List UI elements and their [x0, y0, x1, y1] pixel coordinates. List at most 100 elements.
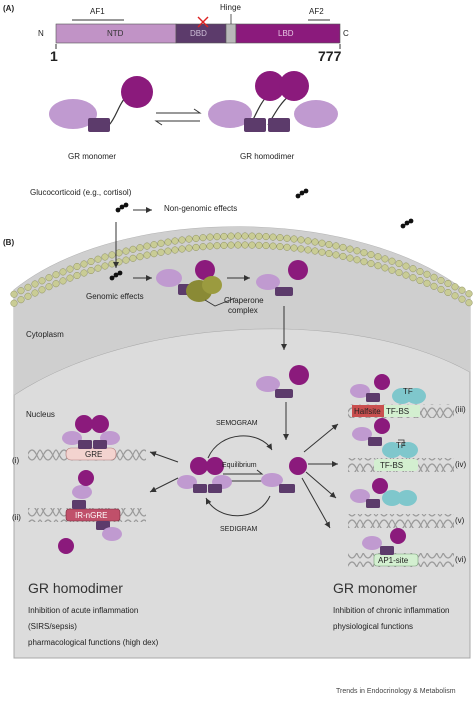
membrane-bead: [122, 247, 130, 255]
membrane-bead: [17, 296, 25, 304]
membrane-bead: [45, 283, 53, 291]
membrane-bead: [213, 233, 221, 241]
membrane-bead: [332, 242, 340, 250]
membrane-bead: [311, 247, 319, 255]
membrane-bead: [185, 235, 193, 243]
membrane-bead: [66, 265, 74, 273]
dna-gre: [28, 415, 146, 461]
residue-start-label: 1: [50, 48, 58, 64]
tf-label-iii: TF: [403, 387, 413, 396]
membrane-bead: [185, 244, 193, 252]
membrane-bead: [31, 280, 39, 288]
panel-b-label: (B): [3, 238, 15, 247]
membrane-bead: [178, 236, 186, 244]
membrane-bead: [381, 255, 389, 263]
membrane-bead: [171, 246, 179, 254]
membrane-bead: [157, 248, 165, 256]
membrane-bead: [234, 232, 242, 240]
membrane-bead: [381, 264, 389, 272]
membrane-bead: [59, 277, 67, 285]
membrane-bead: [367, 251, 375, 259]
gr-monomer-label: GR monomer: [68, 152, 117, 161]
membrane-bead: [171, 237, 179, 245]
membrane-bead: [402, 271, 410, 279]
homodimer-line-2: (SIRS/sepsis): [28, 622, 77, 631]
membrane-bead: [129, 245, 137, 253]
homodimer-line-1: Inhibition of acute inflammation: [28, 606, 139, 615]
membrane-bead: [10, 290, 18, 298]
ntd-label: NTD: [107, 29, 124, 38]
membrane-bead: [416, 276, 424, 285]
chaperone-complex: [156, 260, 236, 307]
membrane-bead: [269, 242, 277, 250]
membrane-bead: [206, 242, 214, 250]
cytoplasm-label: Cytoplasm: [26, 330, 64, 339]
membrane-bead: [339, 243, 347, 251]
membrane-bead: [374, 262, 382, 270]
membrane-bead: [150, 250, 158, 258]
membrane-bead: [164, 238, 172, 246]
membrane-bead: [24, 283, 32, 291]
membrane-bead: [143, 251, 151, 259]
membrane-bead: [409, 274, 417, 282]
membrane-bead: [234, 241, 242, 249]
genomic-label: Genomic effects: [86, 292, 144, 301]
membrane-bead: [101, 262, 109, 270]
homodimer-line-3: pharmacological functions (high dex): [28, 638, 159, 647]
membrane-bead: [248, 232, 256, 240]
membrane-bead: [206, 233, 214, 241]
monomer-title: GR monomer: [333, 580, 418, 596]
gre-label: GRE: [85, 450, 103, 459]
halfsite-label: Halfsite: [354, 407, 381, 416]
membrane-bead: [80, 260, 88, 268]
membrane-bead: [192, 243, 200, 251]
cytoplasm-band: [14, 226, 470, 395]
cell-membrane: [10, 232, 473, 307]
lbd-label: LBD: [278, 29, 294, 38]
membrane-bead: [227, 232, 235, 240]
membrane-bead: [388, 257, 396, 265]
membrane-bead: [31, 289, 39, 297]
membrane-bead: [458, 286, 466, 294]
membrane-bead: [80, 269, 88, 277]
residue-end-label: 777: [318, 48, 342, 64]
membrane-bead: [52, 280, 60, 288]
membrane-bead: [52, 271, 60, 279]
glucocorticoid-label: Glucocorticoid (e.g., cortisol): [30, 188, 132, 197]
semogram-label: SEMOGRAM: [216, 420, 258, 427]
equilibrium-monomer: [261, 457, 307, 493]
membrane-bead: [325, 240, 333, 249]
dna-halfsite: [348, 374, 454, 418]
membrane-bead: [115, 258, 123, 266]
membrane-bead: [444, 279, 452, 288]
dna-tethering: [348, 478, 454, 528]
membrane-bead: [290, 235, 298, 243]
journal-credit: Trends in Endocrinology & Metabolism: [336, 688, 456, 695]
roman-iv: (iv): [455, 460, 467, 469]
membrane-bead: [283, 243, 291, 251]
cortisol-glyph: [115, 202, 129, 213]
membrane-bead: [353, 247, 361, 255]
membrane-bead: [430, 282, 438, 290]
membrane-bead: [255, 241, 263, 249]
sedigram-label: SEDIGRAM: [220, 526, 258, 533]
ap1-label: AP1-site: [378, 556, 409, 565]
membrane-bead: [87, 257, 95, 266]
membrane-bead: [304, 246, 312, 254]
membrane-bead: [339, 252, 347, 260]
membrane-bead: [66, 274, 74, 282]
membrane-bead: [115, 249, 123, 257]
dbd-label: DBD: [190, 29, 207, 38]
membrane-bead: [59, 268, 67, 276]
membrane-bead: [143, 242, 151, 250]
membrane-bead: [10, 299, 18, 307]
membrane-bead: [409, 265, 417, 273]
membrane-bead: [122, 256, 130, 264]
af1-label: AF1: [90, 7, 105, 16]
cortisol-glyph: [400, 218, 414, 229]
dimer-mutation-cross: [197, 16, 209, 28]
membrane-bead: [304, 237, 312, 245]
dna-ap1: [348, 528, 454, 567]
membrane-bead: [437, 285, 445, 293]
